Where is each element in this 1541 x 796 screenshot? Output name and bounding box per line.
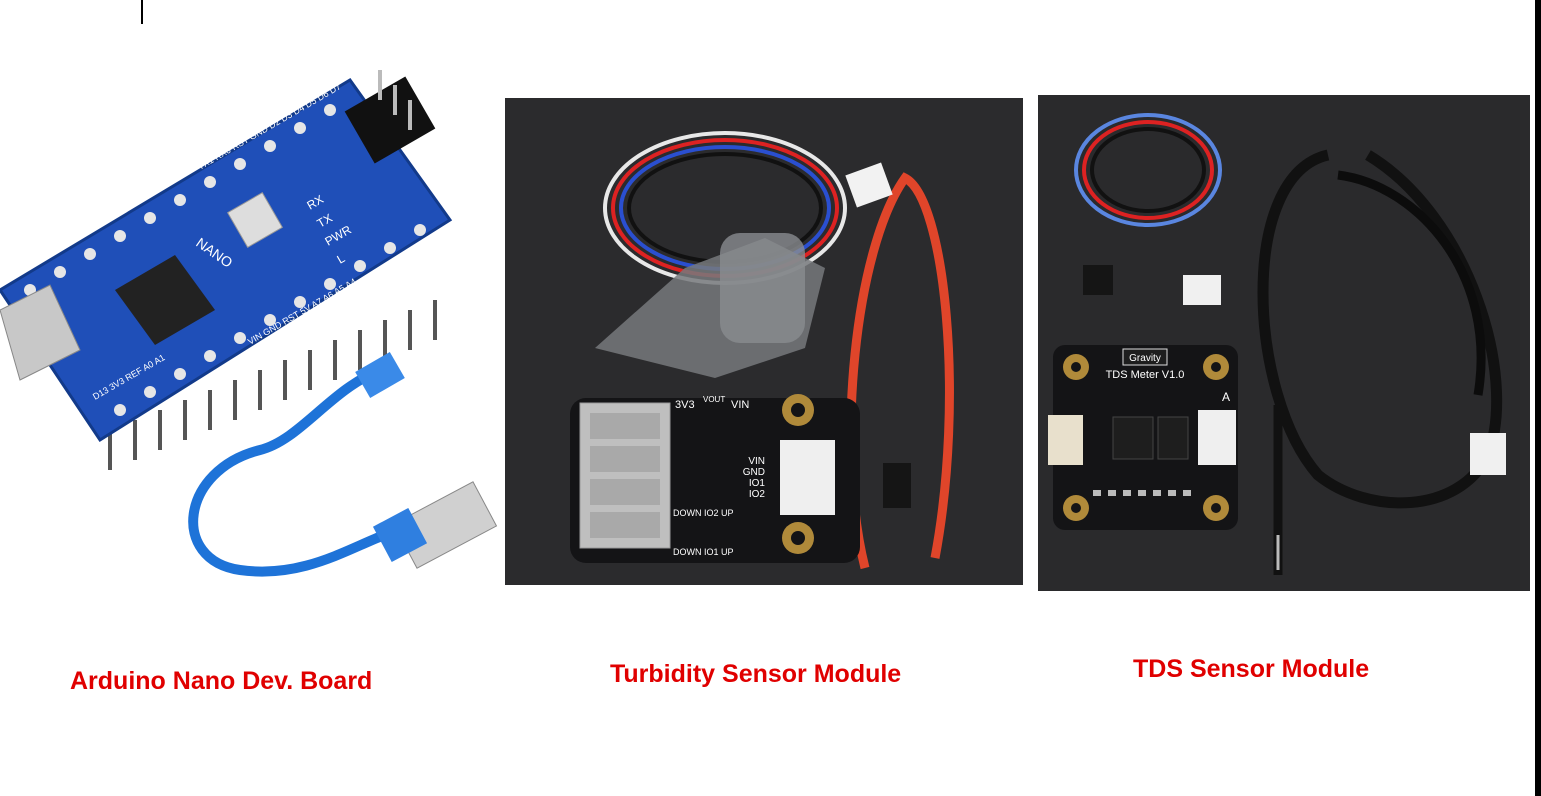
analog-label: A (1222, 390, 1230, 404)
probe-connector (1048, 415, 1083, 465)
usb-cable (188, 365, 402, 577)
pin-vin-label: VIN (748, 456, 765, 467)
vin-switch-label: VIN (731, 399, 749, 411)
gravity-label: Gravity (1129, 353, 1161, 364)
arduino-nano-photo: NANO RX TX PWR L TX1 RX0 RST GND D2 D3 D… (0, 60, 505, 590)
tds-meter-label: TDS Meter V1.0 (1106, 369, 1185, 381)
window-edge (1535, 0, 1541, 796)
pin-io2-label: IO2 (749, 489, 766, 500)
arduino-nano-illustration: NANO RX TX PWR L TX1 RX0 RST GND D2 D3 D… (0, 70, 498, 577)
tds-sensor-photo: Gravity TDS Meter V1.0 A (1038, 95, 1530, 591)
vout-label: VOUT (703, 395, 725, 404)
probe-cable (1257, 149, 1503, 509)
tx-led-label: TX (315, 211, 335, 231)
mini-usb-port (0, 284, 81, 381)
cable-connector (845, 162, 893, 208)
text-cursor (141, 0, 143, 24)
pcb-board (0, 78, 453, 443)
turbidity-sensor-photo: 3V3 VOUT VIN VIN GND IO1 IO2 DOWN IO2 UP… (505, 98, 1023, 585)
v3-label: 3V3 (675, 399, 695, 411)
caption-turbidity-sensor: Turbidity Sensor Module (610, 660, 902, 688)
ph2-connector (780, 440, 835, 515)
caption-arduino-nano: Arduino Nano Dev. Board (70, 667, 373, 695)
caption-tds-sensor: TDS Sensor Module (1133, 655, 1370, 683)
reset-button (226, 191, 284, 249)
pin-gnd-label: GND (743, 467, 765, 478)
tds-sensor-illustration: Gravity TDS Meter V1.0 A (1048, 113, 1506, 575)
io1-switch-label: DOWN IO1 UP (673, 547, 734, 557)
turbidity-sensor-illustration: 3V3 VOUT VIN VIN GND IO1 IO2 DOWN IO2 UP… (570, 131, 954, 570)
microcontroller-chip (115, 255, 215, 345)
mini-usb-plug (355, 352, 405, 398)
pin-io1-label: IO1 (749, 478, 766, 489)
cable-connector (1183, 275, 1221, 305)
ph2-connector (1198, 410, 1236, 465)
red-cable (846, 172, 954, 570)
io2-switch-label: DOWN IO2 UP (673, 508, 734, 518)
